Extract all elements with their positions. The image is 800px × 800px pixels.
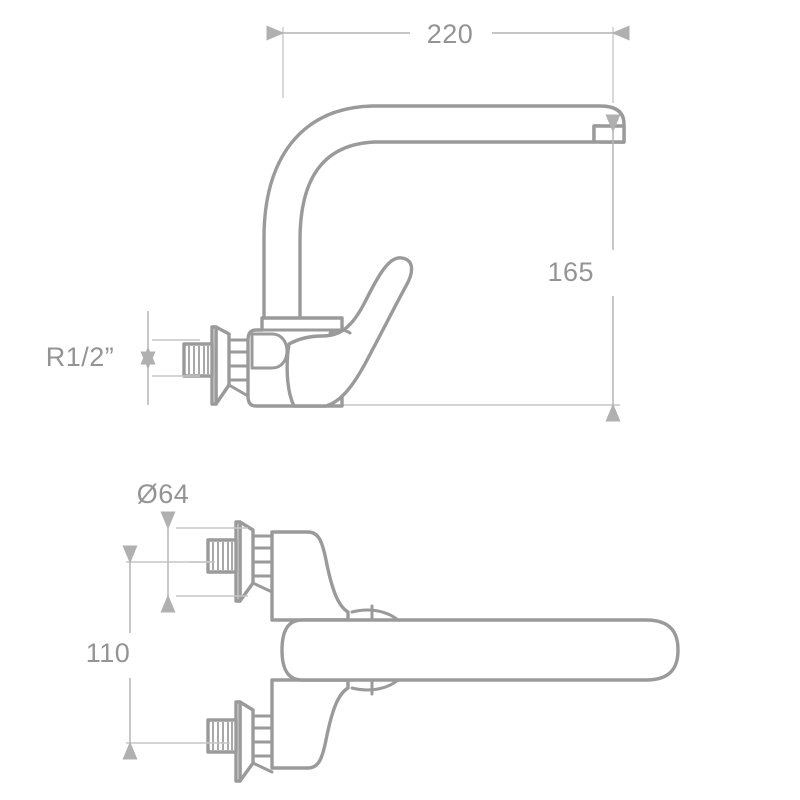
wall-flange-front-upper bbox=[234, 520, 274, 603]
wall-flange-side bbox=[210, 325, 250, 406]
mixer-body-front bbox=[270, 530, 350, 770]
lever-handle-front bbox=[280, 618, 680, 682]
cartridge-collar-front bbox=[350, 604, 400, 696]
dimension-flange-diameter: Ø64 bbox=[137, 479, 248, 613]
dimension-label-110: 110 bbox=[86, 638, 131, 668]
dimension-inlet-thread: R1/2” bbox=[46, 311, 200, 405]
dimension-inlet-spacing: 110 bbox=[86, 545, 230, 760]
side-view-dimensions: 220 165 R1/2” bbox=[46, 19, 630, 422]
inlet-thread-front-lower bbox=[206, 718, 238, 754]
inlet-thread-front-upper bbox=[206, 538, 238, 574]
thread-hatching-side bbox=[188, 346, 209, 374]
dimension-label-165: 165 bbox=[547, 257, 594, 287]
dimension-label-220: 220 bbox=[427, 19, 474, 49]
dimension-spout-height: 165 bbox=[547, 114, 621, 422]
inlet-thread-side bbox=[182, 342, 214, 378]
dimension-label-r-half-inch: R1/2” bbox=[46, 342, 115, 372]
spout-arm bbox=[262, 104, 626, 332]
dimension-label-diameter-64: Ø64 bbox=[137, 479, 190, 509]
thread-hatching-front-upper bbox=[212, 542, 233, 570]
spout-nozzle bbox=[592, 124, 626, 144]
dimension-spout-reach: 220 bbox=[266, 19, 630, 49]
side-elevation-view bbox=[182, 27, 626, 408]
front-elevation-view bbox=[206, 520, 680, 783]
thread-hatching-front-lower bbox=[212, 722, 233, 750]
wall-flange-front-lower bbox=[234, 700, 274, 783]
front-view-dimensions: Ø64 110 bbox=[86, 479, 248, 760]
lever-handle-side bbox=[285, 256, 414, 408]
